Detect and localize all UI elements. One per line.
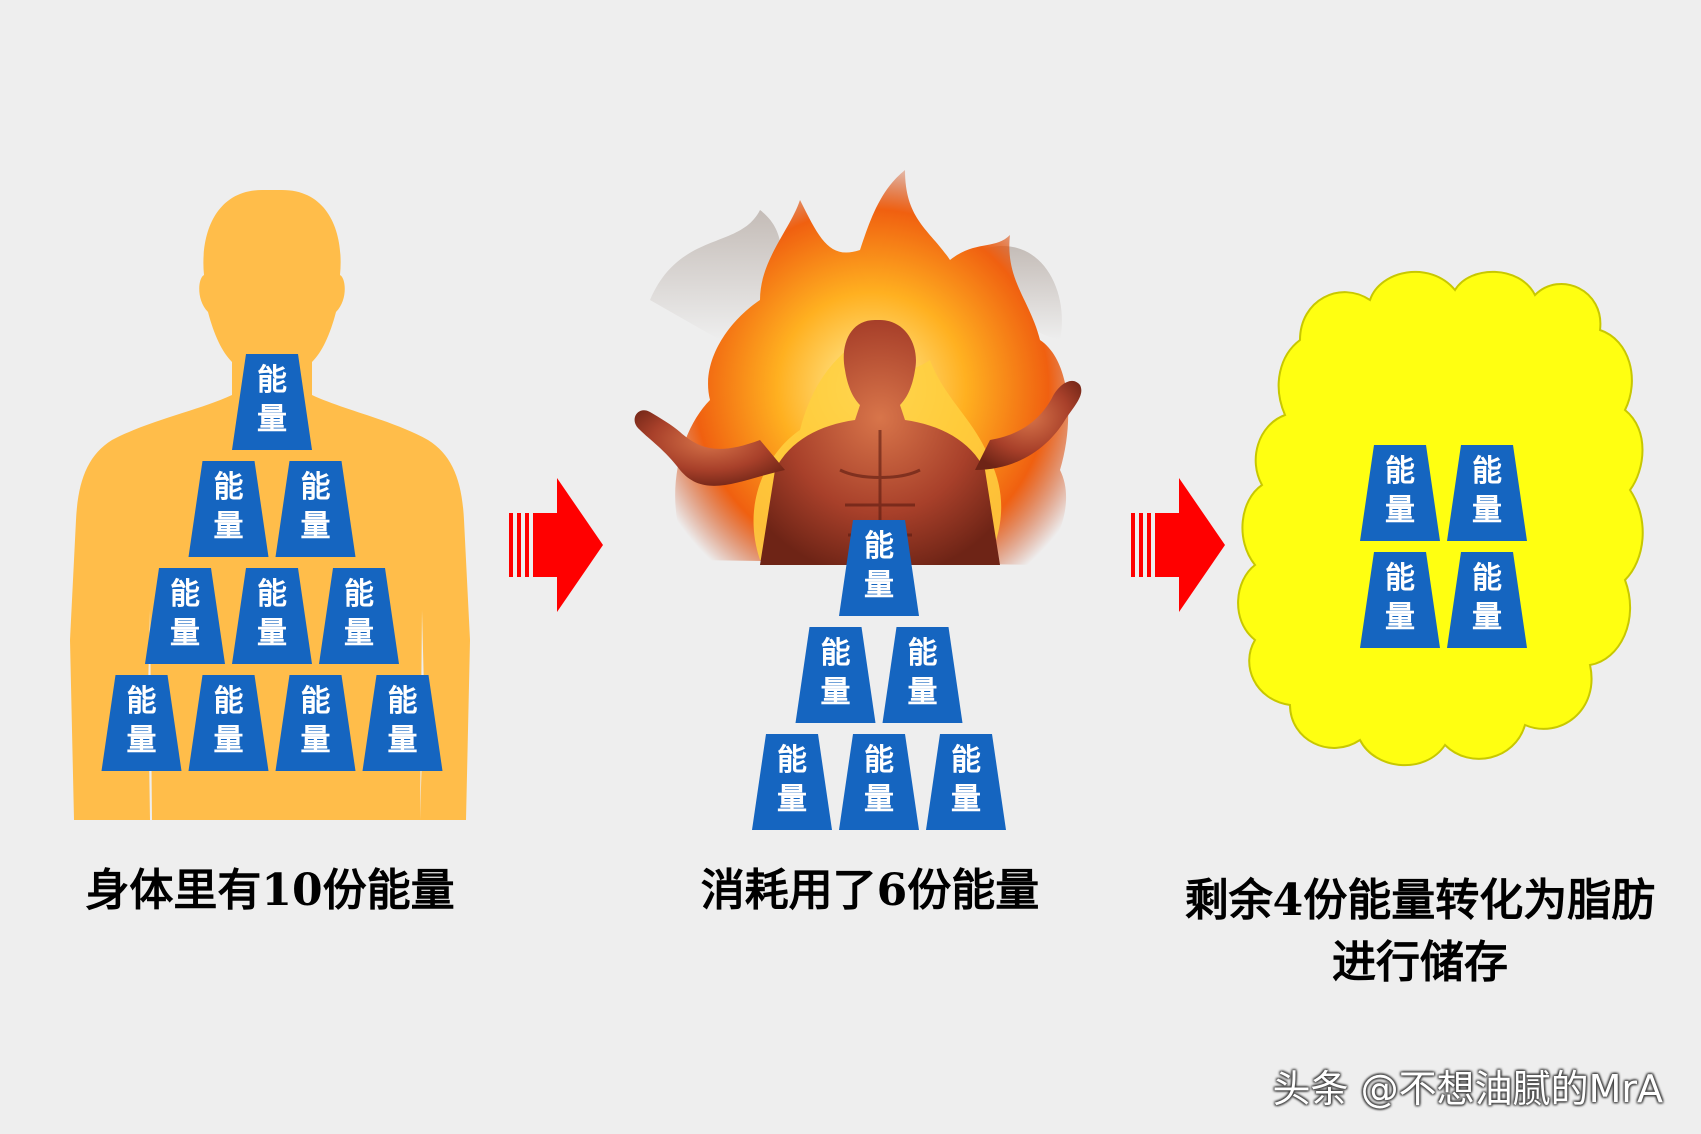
energy-unit-label: 能 <box>908 636 938 671</box>
energy-unit-cup: 能量 <box>362 675 443 771</box>
energy-unit-shape <box>275 461 356 557</box>
energy-unit-label: 量 <box>344 616 374 651</box>
burning-muscle-man-icon <box>634 170 1082 565</box>
energy-unit-label: 能 <box>864 743 894 778</box>
energy-unit-shape <box>839 520 919 616</box>
energy-unit-label: 能 <box>344 577 374 612</box>
energy-unit-cup: 能量 <box>1447 552 1527 648</box>
energy-unit-label: 能 <box>257 363 287 398</box>
energy-unit-cup: 能量 <box>188 461 269 557</box>
energy-unit-label: 能 <box>777 743 807 778</box>
energy-unit-label: 能 <box>1385 561 1415 596</box>
energy-unit-shape <box>362 675 443 771</box>
energy-unit-label: 能 <box>170 577 200 612</box>
energy-unit-shape <box>188 461 269 557</box>
energy-unit-shape <box>926 734 1006 830</box>
energy-unit-shape <box>232 354 312 450</box>
energy-unit-shape <box>1360 552 1440 648</box>
energy-unit-cup: 能量 <box>319 568 399 664</box>
energy-unit-shape <box>882 627 963 723</box>
energy-unit-cup: 能量 <box>839 520 919 616</box>
energy-unit-cup: 能量 <box>275 675 356 771</box>
energy-unit-label: 量 <box>864 568 894 603</box>
energy-unit-label: 量 <box>127 723 157 758</box>
watermark: 头条 @不想油腻的MrA <box>1272 1067 1663 1111</box>
right-arrow-icon <box>1131 478 1225 612</box>
energy-unit-cup: 能量 <box>275 461 356 557</box>
energy-unit-label: 能 <box>821 636 851 671</box>
energy-unit-label: 量 <box>214 723 244 758</box>
energy-unit-label: 量 <box>301 723 331 758</box>
energy-unit-label: 能 <box>388 684 418 719</box>
energy-unit-shape <box>1447 552 1527 648</box>
energy-unit-label: 量 <box>1472 600 1502 635</box>
energy-unit-cup: 能量 <box>1447 445 1527 541</box>
energy-unit-label: 量 <box>388 723 418 758</box>
energy-unit-label: 量 <box>908 675 938 710</box>
stage-2-caption: 消耗用了6份能量 <box>700 865 1040 916</box>
energy-unit-shape <box>795 627 876 723</box>
energy-unit-shape <box>1447 445 1527 541</box>
energy-unit-label: 量 <box>214 509 244 544</box>
energy-unit-label: 量 <box>777 782 807 817</box>
stage-1-caption: 身体里有10份能量 <box>85 865 455 916</box>
energy-unit-cup: 能量 <box>926 734 1006 830</box>
energy-unit-shape <box>1360 445 1440 541</box>
energy-unit-label: 量 <box>257 616 287 651</box>
energy-unit-shape <box>188 675 269 771</box>
energy-unit-shape <box>232 568 312 664</box>
energy-unit-label: 能 <box>127 684 157 719</box>
fat-cloud-icon <box>1237 270 1644 767</box>
energy-unit-label: 能 <box>864 529 894 564</box>
energy-unit-label: 能 <box>214 470 244 505</box>
energy-unit-label: 量 <box>1385 600 1415 635</box>
energy-unit-label: 量 <box>951 782 981 817</box>
energy-unit-cup: 能量 <box>795 627 876 723</box>
energy-unit-cup: 能量 <box>232 354 312 450</box>
energy-unit-label: 能 <box>257 577 287 612</box>
energy-unit-cup: 能量 <box>101 675 182 771</box>
energy-unit-cup: 能量 <box>1360 552 1440 648</box>
energy-unit-shape <box>275 675 356 771</box>
energy-unit-label: 量 <box>1385 493 1415 528</box>
energy-unit-shape <box>752 734 832 830</box>
energy-unit-label: 能 <box>1472 561 1502 596</box>
energy-unit-label: 能 <box>301 684 331 719</box>
energy-unit-cup: 能量 <box>1360 445 1440 541</box>
energy-unit-label: 量 <box>864 782 894 817</box>
energy-unit-label: 能 <box>1472 454 1502 489</box>
energy-unit-label: 量 <box>257 402 287 437</box>
energy-unit-label: 量 <box>301 509 331 544</box>
energy-unit-shape <box>145 568 225 664</box>
energy-unit-label: 量 <box>821 675 851 710</box>
energy-unit-cup: 能量 <box>839 734 919 830</box>
energy-unit-label: 能 <box>1385 454 1415 489</box>
energy-unit-cup: 能量 <box>145 568 225 664</box>
energy-unit-cup: 能量 <box>188 675 269 771</box>
energy-unit-cup: 能量 <box>752 734 832 830</box>
energy-unit-label: 能 <box>301 470 331 505</box>
energy-unit-shape <box>101 675 182 771</box>
energy-unit-label: 能 <box>214 684 244 719</box>
energy-unit-shape <box>839 734 919 830</box>
energy-unit-label: 能 <box>951 743 981 778</box>
energy-unit-shape <box>319 568 399 664</box>
energy-unit-cup: 能量 <box>882 627 963 723</box>
right-arrow-icon <box>509 478 603 612</box>
energy-unit-label: 量 <box>170 616 200 651</box>
energy-unit-label: 量 <box>1472 493 1502 528</box>
stage-3-caption: 剩余4份能量转化为脂肪进行储存 <box>1184 875 1656 988</box>
energy-unit-cup: 能量 <box>232 568 312 664</box>
